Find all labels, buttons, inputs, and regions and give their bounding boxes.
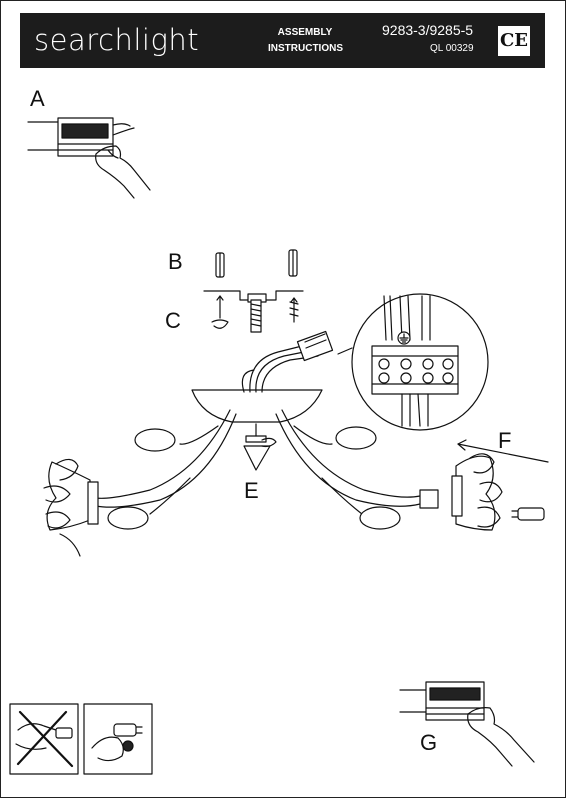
- bulb-f: [511, 507, 545, 521]
- header-bar: searchlight ASSEMBLY INSTRUCTIONS 9283-3…: [20, 13, 545, 68]
- hand-icon: [95, 145, 151, 199]
- step-label-g: G: [420, 730, 438, 755]
- centre-bolt: [250, 299, 262, 333]
- hand-icon: [467, 707, 535, 767]
- ceiling-plate: [191, 389, 323, 423]
- earth-symbol-icon: [397, 331, 411, 345]
- glass-flower-right: [451, 453, 503, 531]
- terminal-block-a: [27, 117, 135, 157]
- bulb-icon: [135, 726, 143, 734]
- step-label-a: A: [30, 86, 45, 111]
- step-label-e: E: [244, 478, 259, 503]
- step-label-c: C: [165, 308, 181, 333]
- lamp-arm-left: [95, 409, 237, 530]
- supply-wires: [241, 343, 319, 393]
- glass-flower-left: [43, 458, 99, 557]
- crossed-out-bulb-icon: [16, 710, 74, 768]
- model-number: 9283-3/9285-5: [382, 22, 474, 38]
- screw-right: [289, 297, 299, 323]
- finial-cup: [243, 423, 277, 471]
- brand-logo: searchlight: [34, 23, 200, 57]
- lamp-arm-right: [275, 409, 439, 530]
- step-label-f: F: [498, 428, 512, 453]
- arrow-f: [457, 439, 549, 463]
- cloth-handling-panel: [83, 703, 153, 775]
- terminal-block-g: [399, 681, 485, 721]
- zoom-detail-circle: [337, 293, 489, 431]
- step-label-b: B: [168, 249, 183, 274]
- wall-plug-left: [215, 252, 225, 278]
- ce-mark: CE: [498, 26, 530, 56]
- assembly-title: ASSEMBLY INSTRUCTIONS: [268, 27, 343, 54]
- ql-code: QL 00329: [430, 43, 474, 54]
- no-bare-hands-panel: [9, 703, 79, 775]
- terminal-block-small: [296, 330, 334, 362]
- wall-plug-right: [288, 249, 298, 277]
- screw-left: [211, 295, 229, 329]
